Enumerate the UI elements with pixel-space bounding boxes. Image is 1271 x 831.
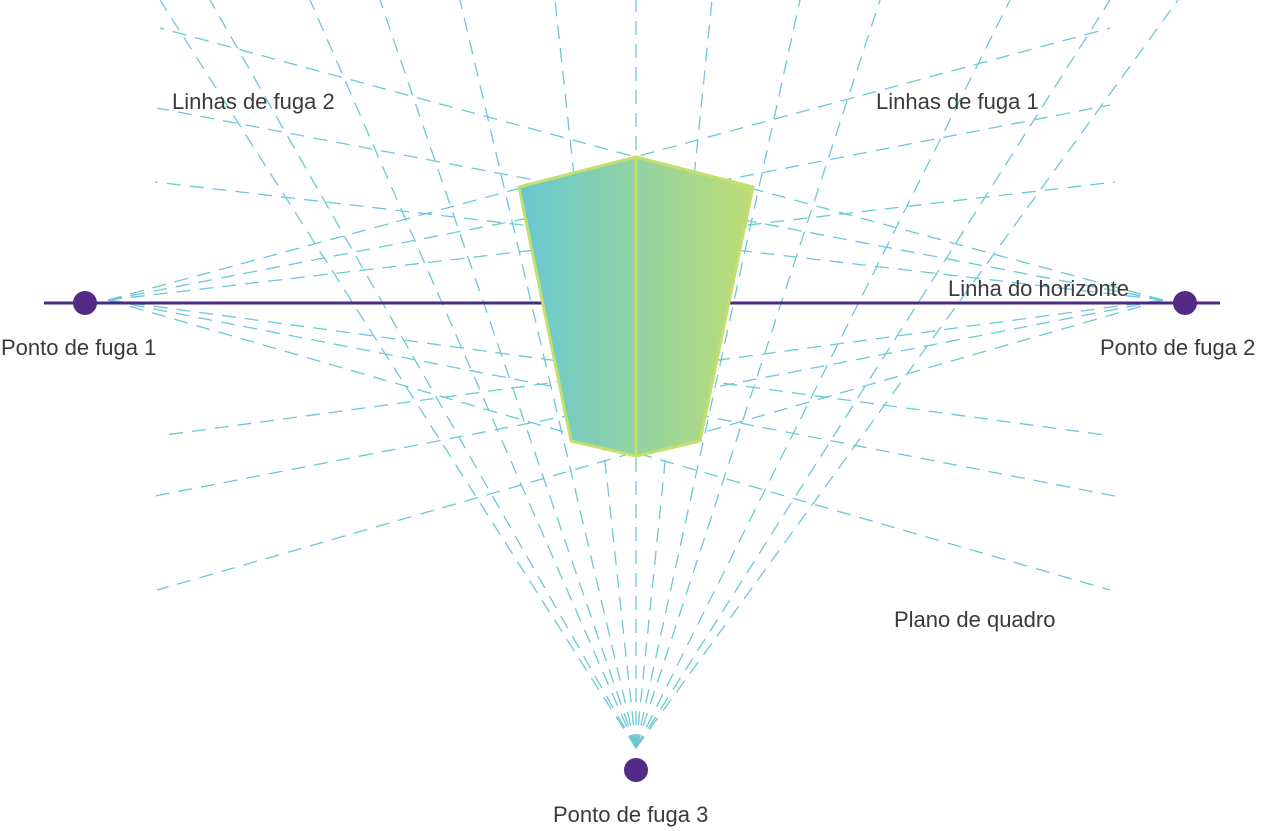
label-vanishing-point-3: Ponto de fuga 3 [553,802,708,827]
vanishing-line-1-6 [107,299,1111,591]
label-vanishing-point-1: Ponto de fuga 1 [1,335,156,360]
vanishing-point-3-marker [624,758,648,782]
vanishing-line-3-10 [635,0,881,749]
vanishing-line-3-12 [635,0,1111,749]
label-vanishing-lines-1: Linhas de fuga 1 [876,89,1039,114]
vanishing-line-3-11 [635,0,1011,749]
vanishing-line-2-4 [164,299,1164,436]
vanishing-line-3-4 [379,0,637,749]
label-vanishing-point-2: Ponto de fuga 2 [1100,335,1255,360]
vanishing-line-2-6 [156,299,1164,591]
vanishing-point-1-marker [73,291,97,315]
vanishing-line-3-3 [309,0,637,749]
label-picture-plane: Plano de quadro [894,607,1055,632]
label-horizon-line: Linha do horizonte [948,276,1129,301]
vanishing-line-3-1 [159,0,637,749]
vanishing-line-3-2 [209,0,637,749]
vanishing-point-2-marker [1173,291,1197,315]
vanishing-line-3-9 [635,0,801,749]
vanishing-line-1-4 [107,299,1106,436]
three-point-box [517,155,755,458]
vanishing-line-3-5 [459,0,637,749]
vanishing-line-3-13 [635,0,1179,749]
label-vanishing-lines-2: Linhas de fuga 2 [172,89,335,114]
